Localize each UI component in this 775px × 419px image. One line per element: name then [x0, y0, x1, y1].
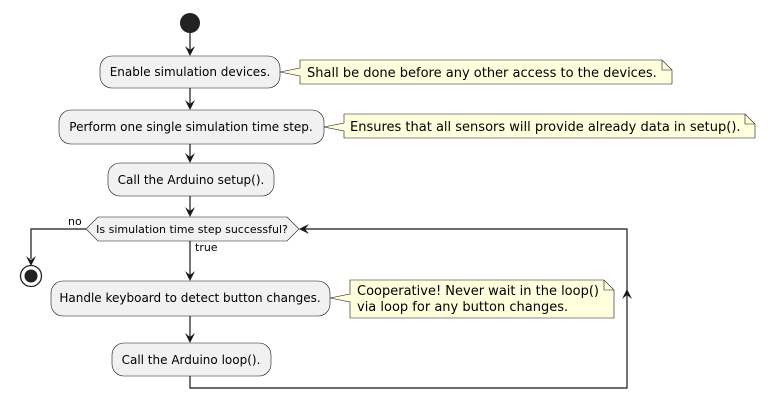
- arrowhead-loop-back: [299, 224, 309, 234]
- arrowhead-setup: [185, 153, 195, 163]
- decision-label: Is simulation time step successful?: [96, 223, 288, 236]
- note-handle-keyboard-line2: via loop for any button changes.: [357, 300, 568, 315]
- arrowhead-step: [185, 100, 195, 110]
- decision-time-step: Is simulation time step successful?: [85, 216, 300, 242]
- stop-node: [19, 264, 43, 288]
- note-enable-devices-text: Shall be done before any other access to…: [307, 66, 657, 81]
- activity-arduino-setup: Call the Arduino setup().: [107, 162, 275, 197]
- note-enable-devices: Shall be done before any other access to…: [279, 59, 673, 85]
- edge-loop-back: [189, 228, 628, 389]
- activity-handle-keyboard-label: Handle keyboard to detect button changes…: [59, 291, 320, 305]
- activity-arduino-loop: Call the Arduino loop().: [111, 342, 272, 377]
- note-perform-step: Ensures that all sensors will provide al…: [323, 113, 756, 139]
- edge-decision-no: [30, 228, 86, 259]
- activity-arduino-loop-label: Call the Arduino loop().: [122, 353, 261, 367]
- activity-perform-step-label: Perform one single simulation time step.: [69, 120, 312, 134]
- activity-arduino-setup-label: Call the Arduino setup().: [118, 173, 265, 187]
- activity-handle-keyboard: Handle keyboard to detect button changes…: [50, 280, 331, 317]
- arrowhead-decision: [185, 207, 195, 217]
- arrowhead-stop: [26, 256, 36, 266]
- decision-true-label: true: [195, 241, 218, 254]
- arrowhead-loop: [185, 333, 195, 343]
- decision-no-label: no: [68, 215, 82, 228]
- arrowhead-enable: [185, 46, 195, 56]
- arrowhead-keyboard: [185, 271, 195, 281]
- arrowhead-loop-up: [622, 289, 632, 299]
- arrowheads: [26, 46, 632, 343]
- activity-enable-devices: Enable simulation devices.: [99, 55, 281, 89]
- activity-enable-devices-label: Enable simulation devices.: [110, 65, 271, 79]
- note-handle-keyboard-line1: Cooperative! Never wait in the loop(): [357, 284, 599, 299]
- note-perform-step-text: Ensures that all sensors will provide al…: [350, 120, 741, 135]
- note-handle-keyboard: Cooperative! Never wait in the loop() vi…: [329, 279, 615, 319]
- activity-perform-step: Perform one single simulation time step.: [58, 109, 325, 145]
- start-node: [180, 13, 200, 33]
- connector-lines: [30, 33, 628, 389]
